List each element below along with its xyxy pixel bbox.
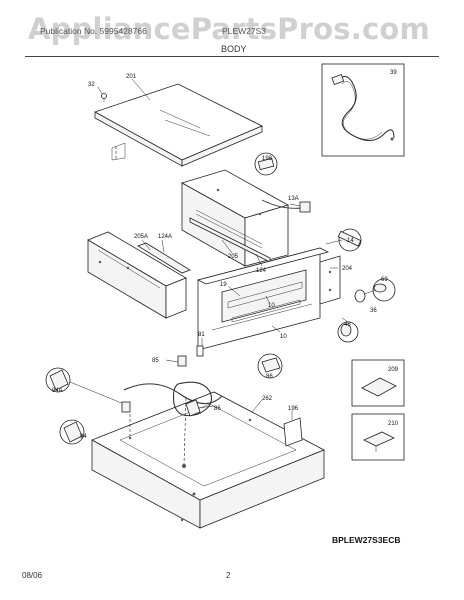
callout-201: 201 xyxy=(126,74,137,80)
callout-36: 36 xyxy=(370,308,377,314)
callout-124: 124 xyxy=(256,268,267,274)
thermostat-94[interactable] xyxy=(59,401,131,445)
power-cord-39[interactable] xyxy=(321,63,405,157)
heating-element-85[interactable] xyxy=(123,355,223,417)
rear-frame-205[interactable] xyxy=(180,169,290,267)
knob-45[interactable] xyxy=(337,321,359,343)
callout-10-lower: 10 xyxy=(280,334,287,340)
callout-86-center: 86 xyxy=(214,406,221,412)
callout-39: 39 xyxy=(390,70,397,76)
callout-94a: 94A xyxy=(52,388,63,394)
callout-124a: 124A xyxy=(158,234,172,240)
callout-10-upper: 10 xyxy=(268,303,275,309)
front-frame-19[interactable] xyxy=(196,247,330,351)
header-rule xyxy=(25,56,439,57)
dashed-assembly-lines xyxy=(115,146,187,465)
watermark-text: AppliancePartsPros.com xyxy=(28,12,430,46)
callout-94: 94 xyxy=(80,434,87,440)
callout-86-right: 86 xyxy=(266,374,273,380)
bracket-204[interactable] xyxy=(319,255,341,305)
part-210-box[interactable] xyxy=(351,413,405,461)
callout-69: 69 xyxy=(381,277,388,283)
callout-205a: 205A xyxy=(134,234,148,240)
callout-85: 85 xyxy=(152,358,159,364)
callout-14: 14 xyxy=(347,238,354,244)
section-title: BODY xyxy=(221,44,247,54)
knob-36[interactable] xyxy=(354,289,366,303)
switch-13a[interactable] xyxy=(261,199,311,213)
part-86-center[interactable] xyxy=(185,399,201,417)
bracket-81[interactable] xyxy=(196,345,204,357)
top-cover-201[interactable] xyxy=(94,83,263,167)
callout-81: 81 xyxy=(198,332,205,338)
callout-13a: 13A xyxy=(288,196,299,202)
bracket-196[interactable] xyxy=(283,417,303,447)
bottom-chassis-262[interactable] xyxy=(91,391,325,529)
callout-204: 204 xyxy=(342,266,353,272)
model-code: BPLEW27S3ECB xyxy=(332,535,401,545)
rail-124a[interactable] xyxy=(137,242,191,274)
screw-32[interactable] xyxy=(101,93,107,103)
side-panel-205a[interactable] xyxy=(87,231,187,319)
callout-209: 209 xyxy=(388,367,399,373)
callout-45: 45 xyxy=(344,322,351,328)
part-14[interactable] xyxy=(337,228,362,252)
part-86-right[interactable] xyxy=(257,353,283,379)
publication-number: Publication No. 5995428766 xyxy=(40,26,147,36)
callout-196: 196 xyxy=(288,406,299,412)
footer-date: 08/06 xyxy=(22,571,43,580)
knob-69[interactable] xyxy=(372,278,396,302)
leader-lines xyxy=(97,78,377,420)
part-209-box[interactable] xyxy=(351,359,405,407)
callout-32: 32 xyxy=(88,82,95,88)
thermostat-94a[interactable] xyxy=(45,367,125,405)
callout-198: 198 xyxy=(262,156,273,162)
callout-210: 210 xyxy=(388,421,399,427)
callout-262: 262 xyxy=(262,396,273,402)
model-header: PLEW27S3 xyxy=(222,26,266,36)
callout-205: 205 xyxy=(228,254,239,260)
callout-19: 19 xyxy=(220,282,227,288)
part-198[interactable] xyxy=(254,152,278,176)
rail-10[interactable] xyxy=(211,303,313,331)
footer-page-number: 2 xyxy=(226,571,231,580)
